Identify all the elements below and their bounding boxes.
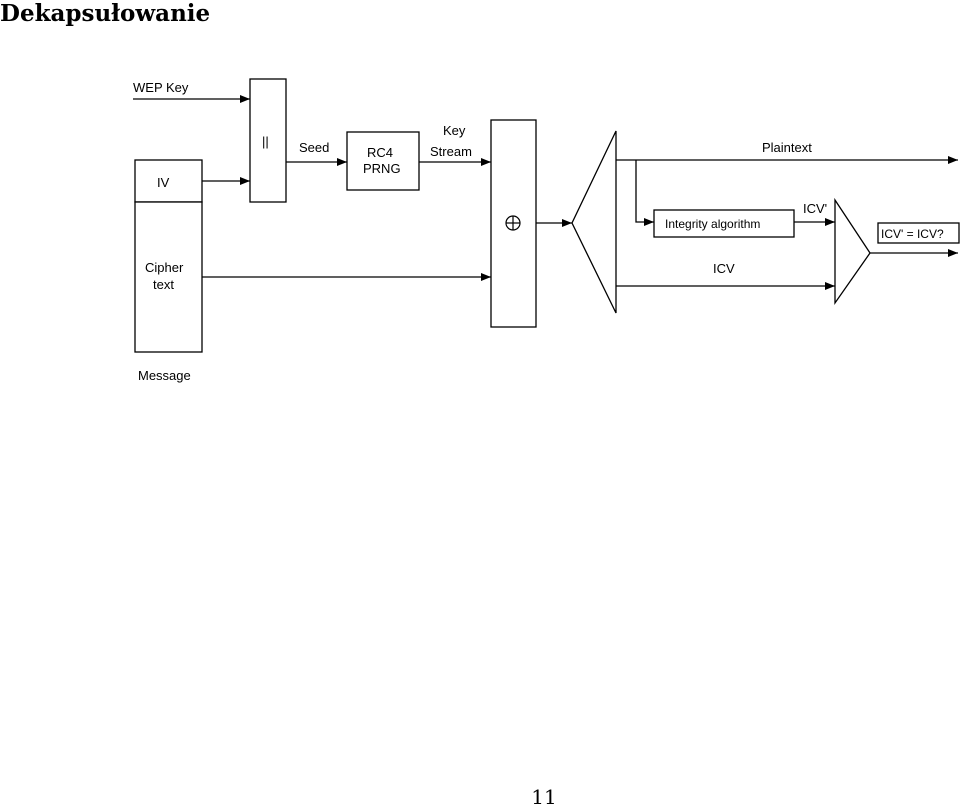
rc4-label-line1: RC4 <box>367 145 393 160</box>
icv-computed-label: ICV' <box>803 201 827 216</box>
seed-label: Seed <box>299 140 329 155</box>
concatenation-symbol: || <box>262 134 269 149</box>
icv-label: ICV <box>713 261 735 276</box>
rc4-label-line2: PRNG <box>363 161 401 176</box>
rc4-prng-box <box>346 131 420 191</box>
page-title: Dekapsułowanie <box>0 0 211 27</box>
message-label: Message <box>138 368 191 383</box>
wep-key-label: WEP Key <box>133 80 189 95</box>
page-number: 11 <box>531 785 557 809</box>
integrity-algorithm-box <box>653 209 795 238</box>
plaintext-label: Plaintext <box>762 140 812 155</box>
iv-label: IV <box>157 175 170 190</box>
integrity-algorithm-label: Integrity algorithm <box>665 217 760 231</box>
comparison-label: ICV' = ICV? <box>881 227 944 241</box>
integrity-branch-arrow <box>635 160 654 226</box>
ciphertext-box <box>134 201 203 353</box>
keystream-label-line2: Stream <box>430 144 472 159</box>
ciphertext-label-line1: Cipher <box>145 260 184 275</box>
keystream-label-line1: Key <box>443 123 466 138</box>
splitter-triangle <box>571 130 617 314</box>
comparison-box <box>877 222 960 244</box>
ciphertext-label-line2: text <box>153 277 174 292</box>
comparator-triangle <box>834 197 871 306</box>
concatenation-box <box>249 78 287 203</box>
